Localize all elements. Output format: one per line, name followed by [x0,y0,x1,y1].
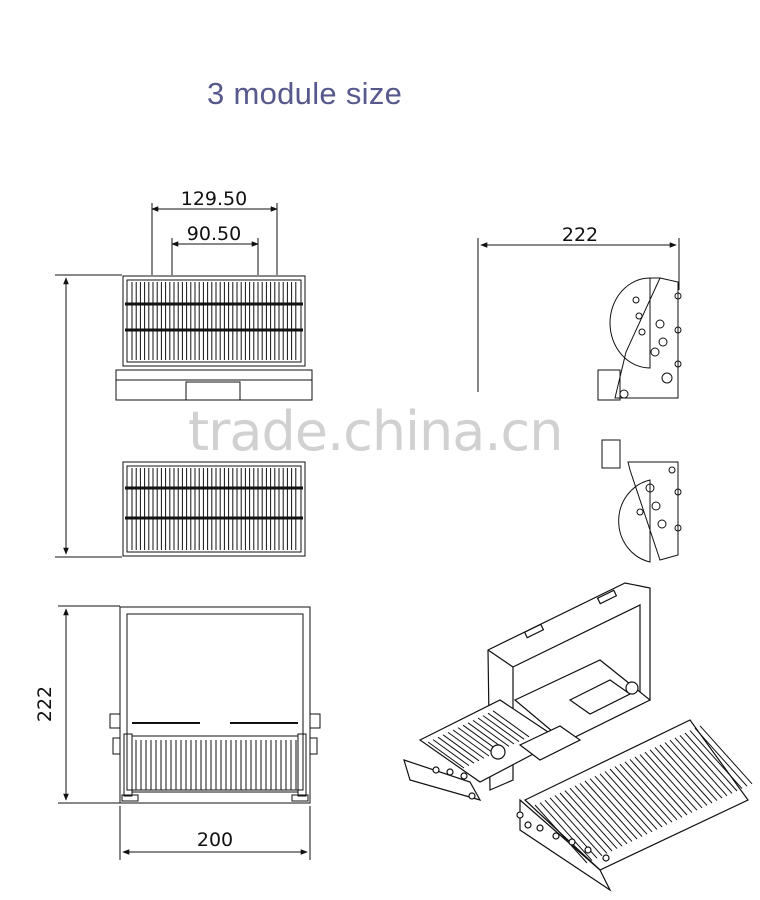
fin-line [447,731,485,759]
dim-top-outer-width: 129.50 [181,188,247,210]
top-view [55,203,313,558]
fin-line [609,768,663,828]
fin-line [694,727,748,787]
page-title: 3 module size [207,76,403,111]
fin-line [604,771,658,830]
fin-line [644,751,698,811]
dim-front-width: 200 [197,829,233,851]
fin-line [684,732,738,792]
heatsink-fins-lower [131,468,297,550]
fin-line [614,766,668,825]
fin-line [477,717,515,745]
fin-line [639,754,693,813]
fin-line [654,747,708,806]
fin-line [487,712,525,740]
fin-line [579,783,633,842]
heatsink-fins-upper [131,282,297,360]
fin-line [452,729,490,757]
fin-line [624,761,678,821]
heatsink-fins-front [135,740,297,790]
fin-line [634,756,688,816]
fin-line [457,727,495,755]
fin-line [589,778,643,837]
isometric-view [403,582,753,892]
fin-line [649,749,703,809]
fin-line [569,787,623,847]
fin-line [492,710,530,738]
front-view [58,605,321,860]
fin-line [549,797,603,857]
fin-line [679,735,733,794]
fin-line [559,792,613,852]
fin-line [432,739,470,767]
fin-line [427,741,465,769]
side-view [477,238,682,563]
fin-line [594,775,648,835]
fin-line [699,725,753,785]
fin-line [472,719,510,747]
dim-top-inner-width: 90.50 [187,223,241,245]
fin-line [539,802,593,861]
fin-line [629,759,683,818]
fin-line [482,715,520,743]
dim-side-depth: 222 [562,224,598,246]
fin-line [599,773,653,833]
fin-line [574,785,628,845]
fin-line [669,739,723,799]
fin-line [564,790,618,849]
fin-line [619,763,673,823]
heatsink-fins-iso [427,710,753,864]
fin-line [664,742,718,801]
fin-line [584,780,638,840]
fin-line [674,737,728,797]
fin-line [437,736,475,764]
watermark: trade.china.cn [188,400,563,463]
fin-line [442,734,480,762]
fin-line [554,795,608,854]
fin-line [534,804,588,864]
dim-front-height: 222 [34,686,56,722]
fin-line [659,744,713,804]
fin-line [689,730,743,789]
